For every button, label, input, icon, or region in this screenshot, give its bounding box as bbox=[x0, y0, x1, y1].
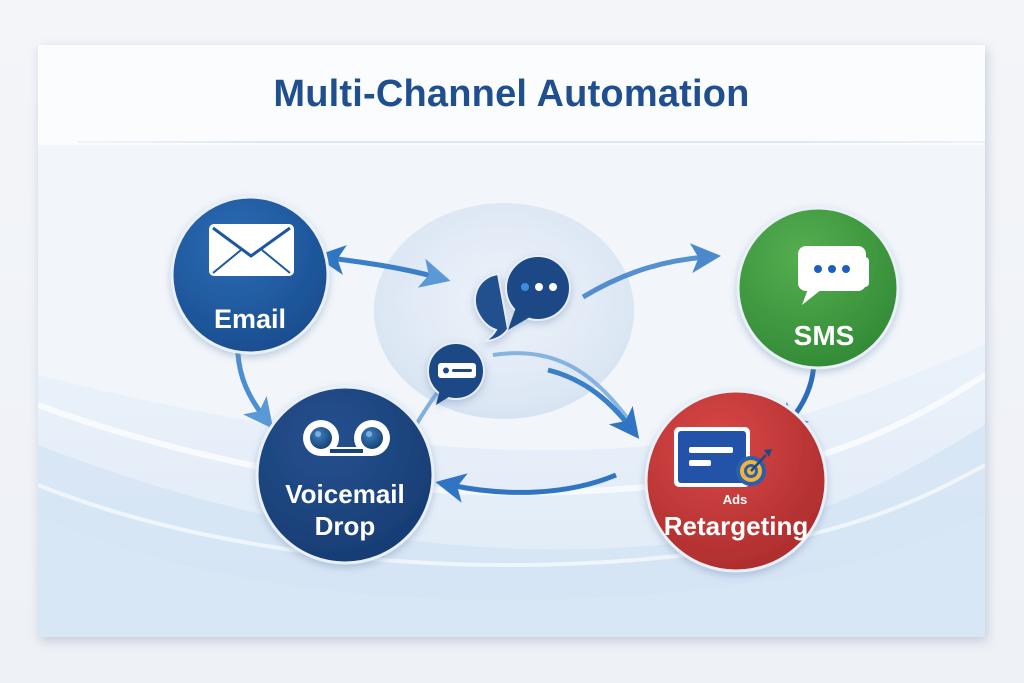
arrow-ads-voicemail bbox=[435, 472, 617, 503]
envelope-icon bbox=[209, 224, 294, 276]
message-bubble-icon bbox=[427, 342, 485, 405]
page-title: Multi-Channel Automation bbox=[273, 73, 750, 115]
ads-retargeting-node[interactable]: Ads Retargeting bbox=[644, 389, 828, 573]
voicemail-icon bbox=[303, 420, 390, 456]
ad-target-icon bbox=[674, 427, 772, 487]
ads-label: Retargeting bbox=[664, 511, 808, 541]
voicemail-label-line1: Voicemail bbox=[285, 479, 404, 509]
title-divider bbox=[78, 141, 985, 143]
email-node[interactable]: Email bbox=[170, 195, 330, 355]
voicemail-node[interactable]: Voicemail Drop bbox=[255, 385, 435, 565]
ads-sublabel: Ads bbox=[723, 492, 748, 507]
arrow-email-hub bbox=[315, 245, 451, 288]
arrow-hub-sms bbox=[581, 243, 721, 300]
arrow-hub-ads bbox=[492, 351, 638, 432]
sms-node[interactable]: SMS bbox=[736, 206, 900, 370]
voicemail-label-line2: Drop bbox=[315, 511, 376, 541]
arrow-hub-ads-2 bbox=[547, 367, 640, 439]
chat-bubbles-icon bbox=[798, 246, 869, 305]
diagram-panel: Multi-Channel Automation bbox=[38, 45, 985, 637]
channel-diagram: Email SMS bbox=[170, 195, 900, 573]
sms-label: SMS bbox=[794, 320, 855, 351]
conversation-bubbles-icon bbox=[473, 255, 571, 342]
email-label: Email bbox=[214, 304, 286, 334]
